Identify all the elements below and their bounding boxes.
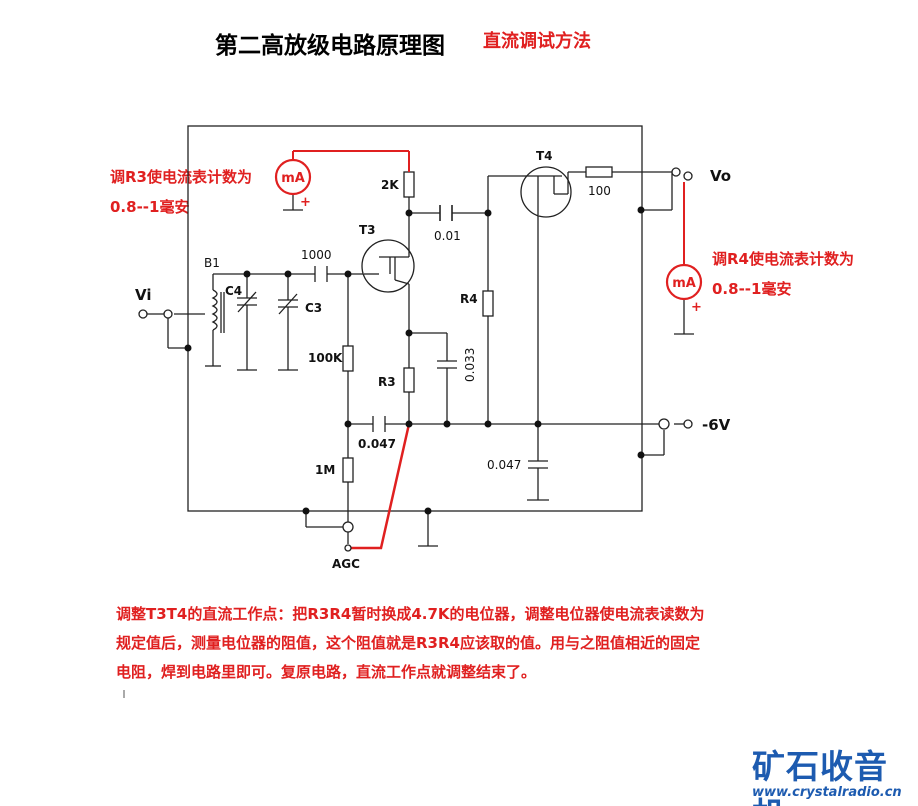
c001-label: 0.01 — [434, 229, 461, 243]
c3-label: C3 — [305, 301, 322, 315]
instructions-line2: 规定值后，测量电位器的阻值，这个阻值就是R3R4应该取的值。用与之阻值相近的固定 — [116, 634, 700, 652]
b1-label: B1 — [204, 256, 220, 270]
r2k-label: 2K — [381, 178, 399, 192]
svg-text:+: + — [691, 300, 702, 315]
r100-label: 100 — [588, 184, 611, 198]
r4-note-line2: 0.8--1毫安 — [712, 280, 792, 298]
watermark-logo: 矿石收音机 — [752, 747, 888, 806]
watermark-url: www.crystalradio.cn — [752, 785, 902, 800]
instructions-line3: 电阻，焊到电路里即可。复原电路，直流工作点就调整结束了。 — [116, 663, 537, 681]
c0047-t4-label: 0.047 — [487, 458, 521, 472]
agc-label: AGC — [332, 557, 360, 571]
vo-label: Vo — [710, 167, 731, 185]
svg-text:mA: mA — [672, 276, 696, 291]
resistor-100 — [585, 166, 613, 178]
tuning-instructions: 调整T3T4的直流工作点：把R3R4暂时换成4.7K的电位器，调整电位器使电流表… — [116, 600, 756, 687]
r3-ammeter: mA + — [274, 158, 312, 210]
r4-label: R4 — [460, 292, 478, 306]
instructions-line1: 调整T3T4的直流工作点：把R3R4暂时换成4.7K的电位器，调整电位器使电流表… — [116, 605, 705, 623]
r100k-label: 100K — [308, 351, 343, 365]
resistor-r4 — [482, 290, 494, 317]
r4-note: 调R4使电流表计数为 0.8--1毫安 — [712, 244, 854, 304]
c0047-emitter-label: 0.047 — [358, 437, 396, 451]
svg-text:mA: mA — [281, 171, 305, 186]
transistor-t3 — [361, 239, 415, 293]
r3-note-line1: 调R3使电流表计数为 — [110, 168, 252, 186]
page-subtitle: 直流调试方法 — [483, 31, 591, 52]
shield-box — [187, 125, 643, 512]
agc-red-jumper — [348, 423, 411, 550]
c1000-label: 1000 — [301, 248, 332, 262]
resistor-1m — [342, 457, 354, 483]
page-title: 第二高放级电路原理图 — [215, 33, 445, 59]
resistor-100k — [342, 345, 354, 372]
t4-label: T4 — [536, 149, 553, 163]
r1m-label: 1M — [315, 463, 335, 477]
svg-text:+: + — [300, 195, 311, 210]
transistor-t4 — [520, 166, 572, 218]
c4-label: C4 — [225, 284, 242, 298]
t3-label: T3 — [359, 223, 376, 237]
c0033-label: 0.033 — [463, 348, 477, 382]
r3-note: 调R3使电流表计数为 0.8--1毫安 — [110, 162, 252, 222]
r3-note-line2: 0.8--1毫安 — [110, 198, 190, 216]
r3-label: R3 — [378, 375, 396, 389]
resistor-2k — [403, 171, 415, 198]
r4-note-line1: 调R4使电流表计数为 — [712, 250, 854, 268]
r4-ammeter: mA + — [665, 263, 703, 315]
resistor-r3 — [403, 367, 415, 393]
minus6v-label: -6V — [702, 416, 731, 434]
vi-label: Vi — [135, 286, 152, 304]
